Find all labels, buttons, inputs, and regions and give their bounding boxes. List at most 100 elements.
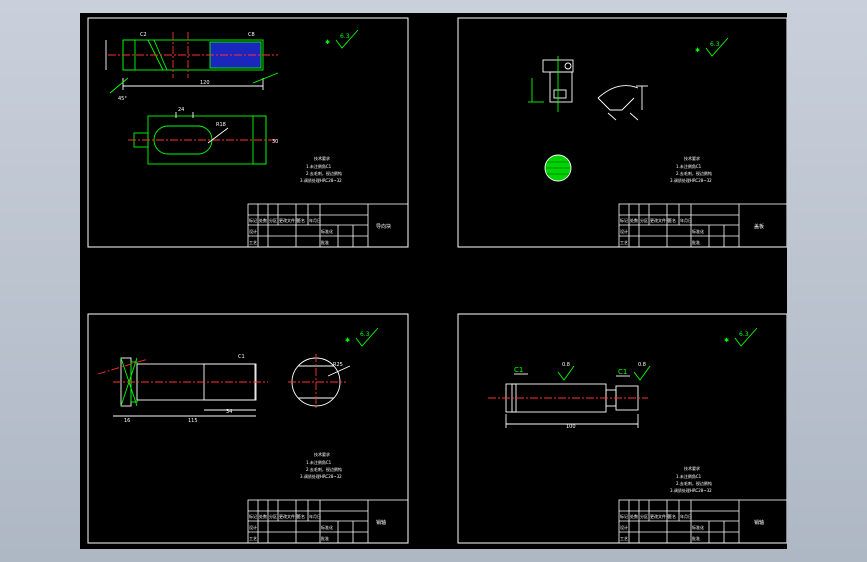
notes-line-3: 3.调质处理HRC28~32	[670, 177, 712, 183]
dim-ref: R25	[333, 362, 343, 368]
tb-design: 设计	[249, 524, 257, 530]
dim-right-chamfer: C1	[618, 368, 627, 376]
dim-left-roughness: 0.8	[562, 362, 570, 368]
dim-height: 30	[272, 139, 278, 145]
tb-title: 销轴	[376, 519, 386, 526]
notes-line-2: 2.去毛刺，锐边倒钝	[676, 170, 712, 176]
technical-notes: 技术要求 1.未注倒角C1 2.去毛刺，锐边倒钝 3.调质处理HRC28~32	[670, 465, 712, 493]
part-v-profile	[597, 85, 648, 121]
tb-header-3: 更改文件号	[650, 217, 670, 223]
tb-header-0: 标记	[620, 217, 628, 223]
tb-header-0: 标记	[249, 217, 257, 223]
sheet-top-left: 120 45° C2 C8 24 R18 30 ✱ 6.3 技术要求	[87, 17, 409, 248]
sheet-bottom-left: 115 34 16 C1 R25 ✱ 6.3 技术要求 1.未注倒角C1 2.去…	[87, 313, 409, 544]
sheet-bottom-right: 100 C1 C1 0.8 0.8 ✱ 6.3 技术要求 1.未注倒角C1 2.…	[457, 313, 787, 544]
roughness-symbol: ✱ 6.3	[345, 327, 379, 347]
tb-process: 工艺	[620, 536, 628, 541]
notes-line-2: 2.去毛刺，锐边倒钝	[306, 170, 342, 176]
tb-approve: 批准	[321, 239, 329, 245]
part-plan-view: 24 R18 30	[128, 107, 278, 165]
notes-line-1: 1.未注倒角C1	[306, 459, 332, 465]
tb-header-1: 处数	[259, 513, 267, 519]
sheet-top-right: ✱ 6.3 技术要求 1.未注倒角C1 2.去毛刺，锐边倒钝 3.调质处理HRC…	[457, 17, 787, 248]
dim-part: 34	[226, 409, 232, 415]
tb-header-2: 分区	[269, 217, 277, 223]
tb-header-4: 签名	[297, 217, 305, 223]
tb-title: 销轴	[754, 519, 764, 526]
dim-overall: 115	[188, 418, 198, 424]
roughness-symbol: ✱ 6.3	[695, 37, 729, 57]
roughness-value: 6.3	[340, 33, 350, 40]
tb-header-3: 更改文件号	[279, 513, 299, 519]
tb-std: 标准化	[321, 524, 333, 530]
tb-header-1: 处数	[259, 217, 267, 223]
svg-text:✱: ✱	[724, 337, 729, 344]
notes-title: 技术要求	[684, 465, 700, 471]
tb-header-1: 处数	[630, 217, 638, 223]
title-block: 标记 处数 分区 更改文件号 签名 年月日 设计 标准化 工艺 批准 销轴	[247, 499, 409, 544]
tb-header-5: 年月日	[309, 513, 321, 519]
tb-header-5: 年月日	[680, 217, 692, 223]
dim-slot: 24	[178, 107, 184, 113]
tb-approve: 批准	[692, 239, 700, 245]
dim-left-chamfer: C1	[514, 366, 523, 374]
cad-drawing: 120 45° C2 C8 24 R18 30 ✱ 6.3 技术要求	[87, 17, 787, 544]
roughness-value: 6.3	[710, 41, 720, 48]
dim-right-roughness: 0.8	[638, 362, 646, 368]
svg-text:✱: ✱	[695, 47, 700, 54]
title-block: 标记 处数 分区 更改文件号 签名 年月日 设计 标准化 工艺 批准 销轴	[618, 499, 787, 544]
notes-title: 技术要求	[684, 155, 700, 161]
dim-angle: 45°	[118, 96, 127, 102]
title-block: 标记 处数 分区 更改文件号 签名 年月日 设计 标准化 工艺 批准 导向块	[247, 203, 409, 248]
part-shaft-view: 115 34 16 C1	[97, 354, 268, 424]
part-section-view: R25	[288, 354, 351, 410]
technical-notes: 技术要求 1.未注倒角C1 2.去毛刺，锐边倒钝 3.调质处理HRC28~32	[670, 155, 712, 183]
tb-header-5: 年月日	[309, 217, 321, 223]
tb-header-1: 处数	[630, 513, 638, 519]
notes-title: 技术要求	[314, 155, 330, 161]
tb-header-2: 分区	[269, 513, 277, 519]
notes-line-3: 3.调质处理HRC28~32	[300, 177, 342, 183]
technical-notes: 技术要求 1.未注倒角C1 2.去毛刺，锐边倒钝 3.调质处理HRC28~32	[300, 155, 342, 183]
tb-approve: 批准	[692, 535, 700, 541]
sheet-frame	[457, 17, 787, 248]
dim-length: 120	[200, 80, 210, 86]
tb-std: 标准化	[692, 524, 704, 530]
notes-line-3: 3.调质处理HRC28~32	[300, 473, 342, 479]
sheet-frame	[457, 313, 787, 544]
technical-notes: 技术要求 1.未注倒角C1 2.去毛刺，锐边倒钝 3.调质处理HRC28~32	[300, 451, 342, 479]
tb-header-0: 标记	[249, 513, 257, 519]
cad-viewport[interactable]: 120 45° C2 C8 24 R18 30 ✱ 6.3 技术要求	[80, 13, 787, 549]
notes-line-1: 1.未注倒角C1	[676, 163, 702, 169]
tb-process: 工艺	[249, 536, 257, 541]
notes-line-2: 2.去毛刺，锐边倒钝	[676, 480, 712, 486]
tb-header-3: 更改文件号	[650, 513, 670, 519]
knurled-disc	[544, 154, 572, 182]
dim-chamfer: C1	[238, 354, 245, 360]
svg-text:✱: ✱	[325, 39, 330, 46]
notes-line-1: 1.未注倒角C1	[676, 473, 702, 479]
tb-title: 导向块	[376, 223, 391, 230]
dim-overall: 100	[566, 424, 576, 430]
tb-process: 工艺	[249, 240, 257, 245]
dim-radius: R18	[216, 122, 226, 128]
title-block: 标记 处数 分区 更改文件号 签名 年月日 设计 标准化 工艺 批准 盖板	[618, 203, 787, 248]
tb-design: 设计	[620, 228, 628, 234]
roughness-symbol: ✱ 6.3	[724, 327, 758, 347]
tb-header-0: 标记	[620, 513, 628, 519]
dim-ref-left: C2	[140, 32, 147, 38]
tb-header-4: 签名	[297, 513, 305, 519]
tb-design: 设计	[620, 524, 628, 530]
svg-text:✱: ✱	[345, 337, 350, 344]
tb-header-2: 分区	[640, 217, 648, 223]
tb-approve: 批准	[321, 535, 329, 541]
notes-line-1: 1.未注倒角C1	[306, 163, 332, 169]
roughness-value: 6.3	[739, 331, 749, 338]
tb-design: 设计	[249, 228, 257, 234]
notes-line-3: 3.调质处理HRC28~32	[670, 487, 712, 493]
tb-header-4: 签名	[668, 217, 676, 223]
dim-left: 16	[124, 418, 130, 424]
tb-header-2: 分区	[640, 513, 648, 519]
tb-header-5: 年月日	[680, 513, 692, 519]
roughness-value: 6.3	[360, 331, 370, 338]
